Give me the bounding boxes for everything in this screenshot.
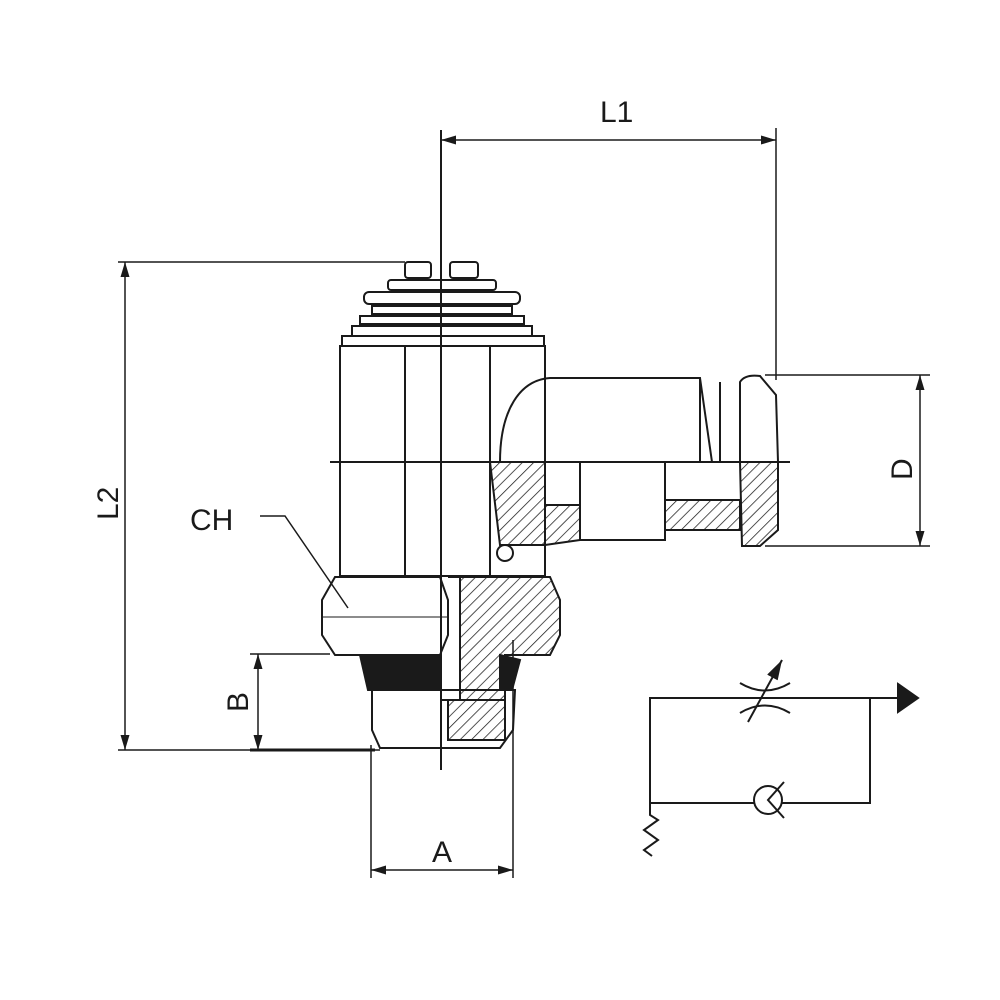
flow-control-symbol (642, 659, 920, 857)
d-dimension (765, 374, 930, 547)
l1-dimension (441, 128, 777, 380)
d-label: D (886, 458, 919, 480)
ch-label: CH (190, 504, 233, 537)
b-label: B (222, 692, 255, 712)
l1-label: L1 (600, 96, 633, 129)
ch-leader (260, 515, 349, 609)
l2-label: L2 (92, 487, 125, 520)
b-dimension (250, 653, 375, 752)
fitting-body (321, 261, 790, 749)
a-label: A (432, 836, 452, 869)
